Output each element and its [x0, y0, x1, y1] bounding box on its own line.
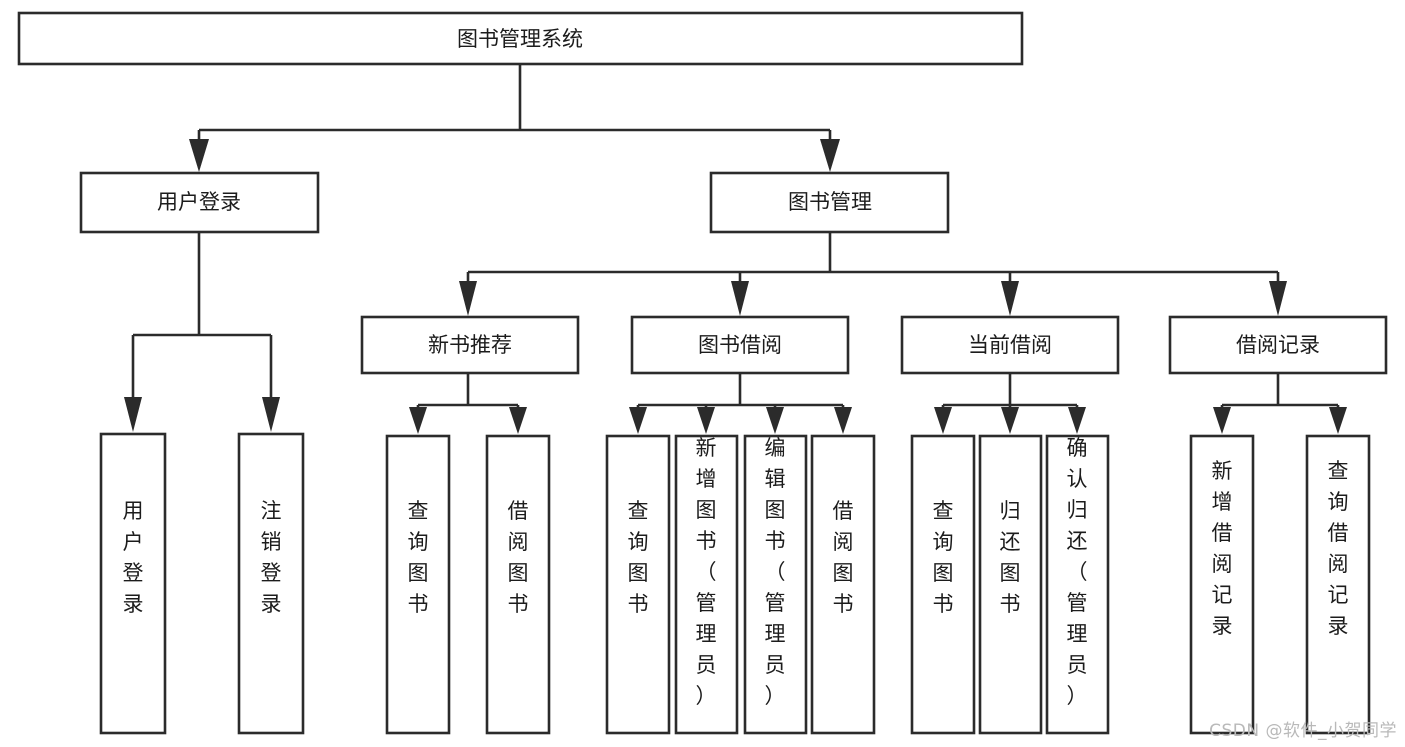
node-root-label: 图书管理系统 — [457, 27, 583, 51]
arrow-head-leaf-query-book-2 — [629, 407, 647, 434]
node-leaf-user-login-label: 用户登录 — [123, 499, 144, 616]
node-user-login-box[interactable] — [79, 171, 320, 234]
node-leaf-query-book-3-label: 查询图书 — [933, 499, 954, 616]
node-new-book-recommend[interactable]: 新书推荐 — [360, 315, 580, 375]
arrow-head-leaf-edit-book — [766, 407, 784, 434]
node-user-login-label: 用户登录 — [157, 190, 241, 214]
node-borrow-record-label: 借阅记录 — [1236, 333, 1320, 357]
connector-user-login-to-leaves — [124, 232, 280, 432]
node-leaf-query-book-3[interactable]: 查询图书 — [910, 434, 976, 735]
node-leaf-confirm-return-box[interactable] — [1045, 434, 1110, 735]
node-book-manage[interactable]: 图书管理 — [709, 171, 950, 234]
arrow-head-leaf-add-borrow-record — [1213, 407, 1231, 434]
node-current-borrow-label: 当前借阅 — [968, 333, 1052, 357]
node-new-book-recommend-label: 新书推荐 — [428, 333, 512, 357]
node-user-login[interactable]: 用户登录 — [79, 171, 320, 234]
node-current-borrow-box[interactable] — [900, 315, 1120, 375]
connector-book-borrow-to-leaves — [629, 373, 852, 434]
connector-new-book-to-leaves — [409, 373, 527, 434]
node-new-book-recommend-box[interactable] — [360, 315, 580, 375]
arrow-head-leaf-borrow-book-1 — [509, 407, 527, 434]
node-leaf-borrow-book-1-box[interactable] — [485, 434, 551, 735]
node-leaf-query-book-3-box[interactable] — [910, 434, 976, 735]
node-leaf-borrow-book-1[interactable]: 借阅图书 — [485, 434, 551, 735]
node-leaf-return-book-box[interactable] — [978, 434, 1043, 735]
connector-book-manage-to-level3 — [459, 232, 1287, 316]
node-leaf-query-borrow-record-box[interactable] — [1305, 434, 1371, 735]
node-leaf-edit-book-label: 编辑图书（管理员） — [765, 436, 786, 708]
connector-root-to-level2 — [189, 64, 840, 172]
arrow-head-leaf-query-book-3 — [934, 407, 952, 434]
arrow-head-book-borrow — [731, 281, 749, 316]
arrow-head-leaf-add-book — [697, 407, 715, 434]
node-leaf-query-book-2[interactable]: 查询图书 — [605, 434, 671, 735]
node-leaf-query-book-2-label: 查询图书 — [628, 499, 649, 616]
node-leaf-user-logout-box[interactable] — [237, 432, 305, 735]
node-leaf-user-login-box[interactable] — [99, 432, 167, 735]
node-leaf-user-logout[interactable]: 注销登录 — [237, 432, 305, 735]
node-leaf-query-borrow-record-label: 查询借阅记录 — [1328, 459, 1349, 638]
node-leaf-add-borrow-record-box[interactable] — [1189, 434, 1255, 735]
node-leaf-borrow-book-1-label: 借阅图书 — [508, 499, 529, 616]
node-leaf-query-book-1[interactable]: 查询图书 — [385, 434, 451, 735]
node-book-borrow-label: 图书借阅 — [698, 333, 782, 357]
arrow-head-leaf-query-book-1 — [409, 407, 427, 434]
node-leaf-confirm-return[interactable]: 确认归还（管理员） — [1045, 434, 1110, 735]
arrow-head-leaf-query-borrow-record — [1329, 407, 1347, 434]
node-book-borrow-box[interactable] — [630, 315, 850, 375]
node-borrow-record[interactable]: 借阅记录 — [1168, 315, 1388, 375]
node-book-borrow[interactable]: 图书借阅 — [630, 315, 850, 375]
node-leaf-user-logout-label: 注销登录 — [261, 499, 282, 616]
node-borrow-record-box[interactable] — [1168, 315, 1388, 375]
node-leaf-edit-book-box[interactable] — [743, 434, 808, 735]
node-leaf-query-borrow-record[interactable]: 查询借阅记录 — [1305, 434, 1371, 735]
node-leaf-add-borrow-record[interactable]: 新增借阅记录 — [1189, 434, 1255, 735]
node-leaf-add-book[interactable]: 新增图书（管理员） — [674, 434, 739, 735]
node-leaf-return-book[interactable]: 归还图书 — [978, 434, 1043, 735]
arrow-head-leaf-user-logout — [262, 397, 280, 432]
arrow-head-leaf-borrow-book-2 — [834, 407, 852, 434]
connector-current-borrow-to-leaves — [934, 373, 1086, 434]
node-leaf-borrow-book-2-label: 借阅图书 — [833, 499, 854, 616]
node-leaf-confirm-return-label: 确认归还（管理员） — [1067, 436, 1088, 708]
node-leaf-return-book-label: 归还图书 — [1000, 499, 1021, 616]
arrow-head-current-borrow — [1001, 281, 1019, 316]
node-leaf-query-book-2-box[interactable] — [605, 434, 671, 735]
node-book-manage-box[interactable] — [709, 171, 950, 234]
node-leaf-edit-book[interactable]: 编辑图书（管理员） — [743, 434, 808, 735]
connector-borrow-record-to-leaves — [1213, 373, 1347, 434]
csdn-watermark: CSDN @软件_小贺同学 — [1209, 721, 1397, 741]
node-root[interactable]: 图书管理系统 — [17, 11, 1024, 66]
node-leaf-borrow-book-2[interactable]: 借阅图书 — [810, 434, 876, 735]
node-leaf-query-book-1-label: 查询图书 — [408, 499, 429, 616]
node-leaf-borrow-book-2-box[interactable] — [810, 434, 876, 735]
arrow-head-new-book-recommend — [459, 281, 477, 316]
arrow-head-leaf-return-book — [1001, 407, 1019, 434]
node-leaf-user-login[interactable]: 用户登录 — [99, 432, 167, 735]
node-leaf-query-book-1-box[interactable] — [385, 434, 451, 735]
node-leaf-add-book-box[interactable] — [674, 434, 739, 735]
node-leaf-add-book-label: 新增图书（管理员） — [696, 436, 717, 708]
node-leaf-add-borrow-record-label: 新增借阅记录 — [1212, 459, 1233, 638]
arrow-head-user-login — [189, 139, 209, 172]
arrow-head-leaf-confirm-return — [1068, 407, 1086, 434]
node-current-borrow[interactable]: 当前借阅 — [900, 315, 1120, 375]
arrow-head-book-manage — [820, 139, 840, 172]
arrow-head-borrow-record — [1269, 281, 1287, 316]
node-root-box[interactable] — [17, 11, 1024, 66]
node-book-manage-label: 图书管理 — [788, 190, 872, 214]
arrow-head-leaf-user-login — [124, 397, 142, 432]
